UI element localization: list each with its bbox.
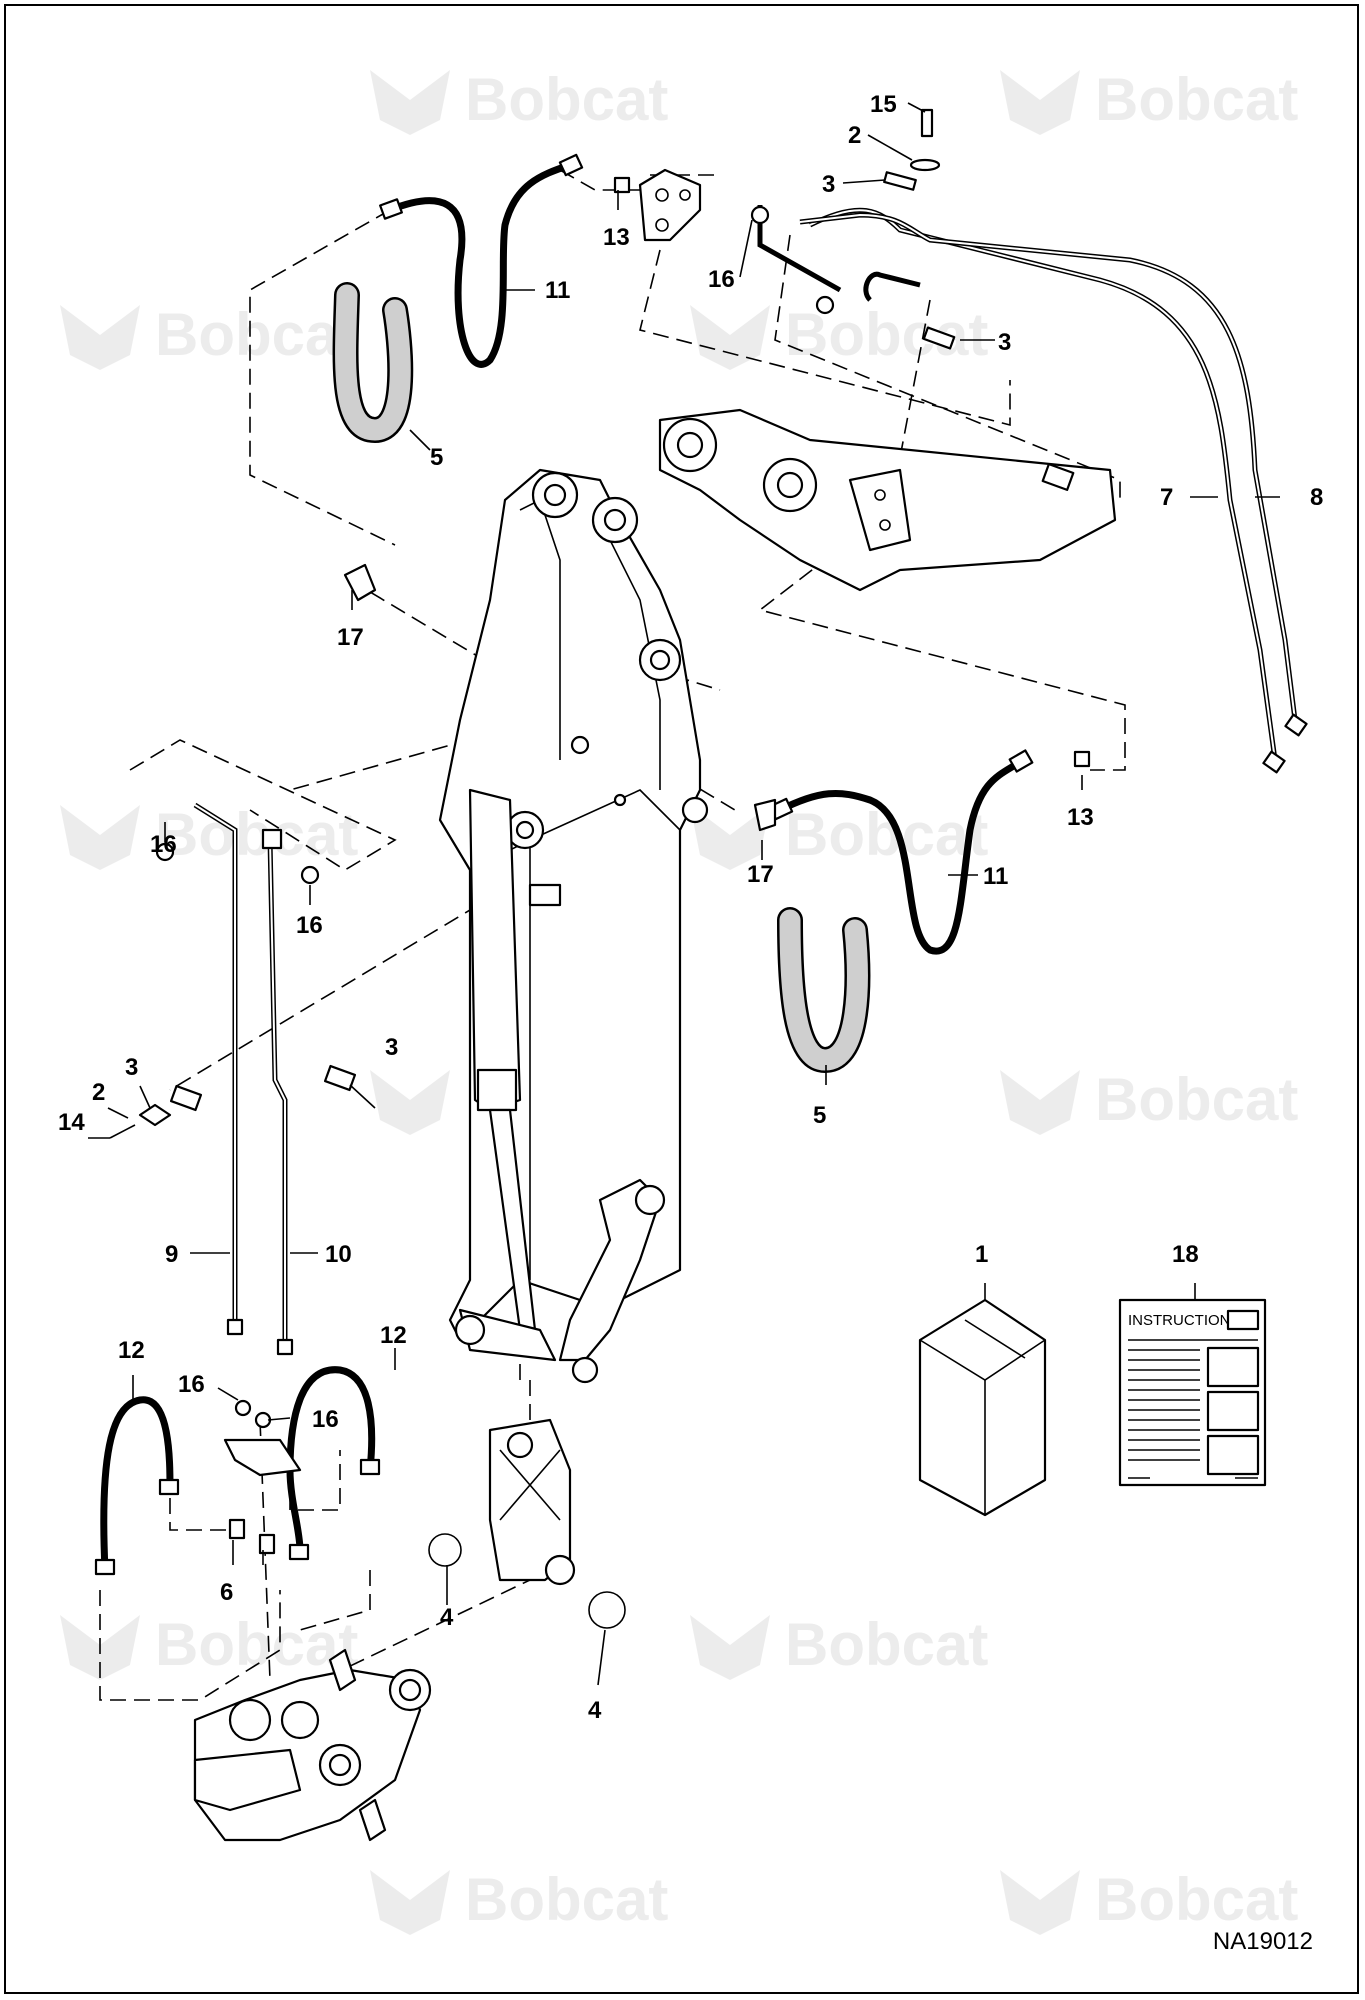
callout-1: 1 [975,1241,988,1268]
callout-12-right: 12 [380,1322,407,1349]
bobcat-logo-icon [1000,70,1080,135]
callout-6: 6 [220,1579,233,1606]
watermark-brand-text: Bobcat [1095,66,1298,133]
callout-2-top: 2 [848,122,861,149]
watermark-brand-text: Bobcat [155,301,358,368]
watermark-logo: Bobcat [60,801,358,870]
callout-16-mid: 16 [296,912,323,939]
callout-13-top: 13 [603,224,630,251]
callout-leaders [88,102,1280,1686]
callout-2-left: 2 [92,1079,105,1106]
bobcat-logo-icon [370,1070,450,1135]
bobcat-logo-icon [1000,1070,1080,1135]
watermark-logo: Bobcat [690,1611,988,1680]
watermark-logo: Bobcat [370,66,668,135]
callout-17-right: 17 [747,861,774,888]
callout-4-lower: 4 [588,1697,602,1724]
tube-10 [267,839,294,1356]
callout-16-bottom-right: 16 [312,1406,339,1433]
callout-8: 8 [1310,484,1323,511]
callout-7: 7 [1160,484,1173,511]
callout-12-left: 12 [118,1337,145,1364]
callout-11-right: 11 [983,863,1008,890]
watermark-logo: Bobcat [60,1611,358,1680]
callout-5-top: 5 [430,444,443,471]
watermark-brand-text: Bobcat [155,1611,358,1678]
watermark-brand-text: Bobcat [155,801,358,868]
watermark-brand-text: Bobcat [1095,1066,1298,1133]
callout-16-bottom-left: 16 [178,1371,205,1398]
hose-12-right [286,1366,381,1561]
hose-11-upper [379,153,584,368]
boom-end-section [658,408,1117,592]
bobcat-logo-icon [60,805,140,870]
lower-linkage [454,1178,666,1384]
drawing-frame [4,4,1359,1994]
callout-18: 18 [1172,1241,1199,1268]
callout-3-top: 3 [822,171,835,198]
figure-id: NA19012 [1212,1928,1313,1955]
watermark-logo: Bobcat [1000,1866,1298,1935]
watermark-logo: Bobcat [1000,66,1298,135]
watermark-brand-text: Bobcat [465,1866,668,1933]
instructions-title: INSTRUCTIONS [1128,1312,1241,1329]
small-fittings [109,108,1091,1555]
callout-3-left: 3 [125,1054,138,1081]
watermark-logo: Bobcat [370,1866,668,1935]
bobcat-logo-icon [370,1870,450,1935]
callout-labels: 15 2 3 13 16 11 3 5 7 8 17 13 16 17 11 1… [58,91,1323,1724]
quick-coupler [193,1648,432,1842]
callout-11-top: 11 [545,277,570,304]
mounting-bracket-top [638,168,702,242]
bobcat-logo-icon [60,305,140,370]
callout-16-top: 16 [708,266,735,293]
watermark-logo: Bobcat [1000,1066,1298,1135]
bucket-cylinder [468,788,537,1332]
callout-4-upper: 4 [440,1604,454,1631]
callout-14: 14 [58,1109,85,1136]
watermark-logo: Bobcat [690,801,988,870]
hose-sleeve-5-lower [777,907,871,1074]
watermark-brand-text: Bobcat [785,1611,988,1678]
bobcat-logo-icon [690,805,770,870]
watermark-brand-text: Bobcat [785,301,988,368]
watermark-logo: Bobcat [690,301,988,370]
callout-3-arm: 3 [385,1034,398,1061]
callout-15: 15 [870,91,897,118]
h-link [428,1418,626,1629]
instructions-card: INSTRUCTIONS [1118,1298,1267,1487]
callout-17-top: 17 [337,624,364,651]
callout-5-bottom: 5 [813,1102,826,1129]
callout-9: 9 [165,1241,178,1268]
watermark-brand-text: Bobcat [1095,1866,1298,1933]
callout-3-clamp: 3 [998,329,1011,356]
bobcat-logo-icon [1000,1870,1080,1935]
bobcat-logo-icon [370,70,450,135]
hose-12-left [94,1396,180,1576]
hose-sleeve-5-upper [332,282,414,444]
callout-16-left: 16 [150,831,177,858]
callout-10: 10 [325,1241,352,1268]
parts-box [918,1298,1047,1517]
watermark-logo: Bobcat [60,301,358,370]
bobcat-logo-icon [690,1615,770,1680]
watermark-brand-text: Bobcat [465,66,668,133]
bobcat-logo-icon [690,305,770,370]
tube-8 [799,212,1308,774]
tube-7 [808,207,1278,761]
tube-9 [193,802,244,1336]
callout-13-right: 13 [1067,804,1094,831]
